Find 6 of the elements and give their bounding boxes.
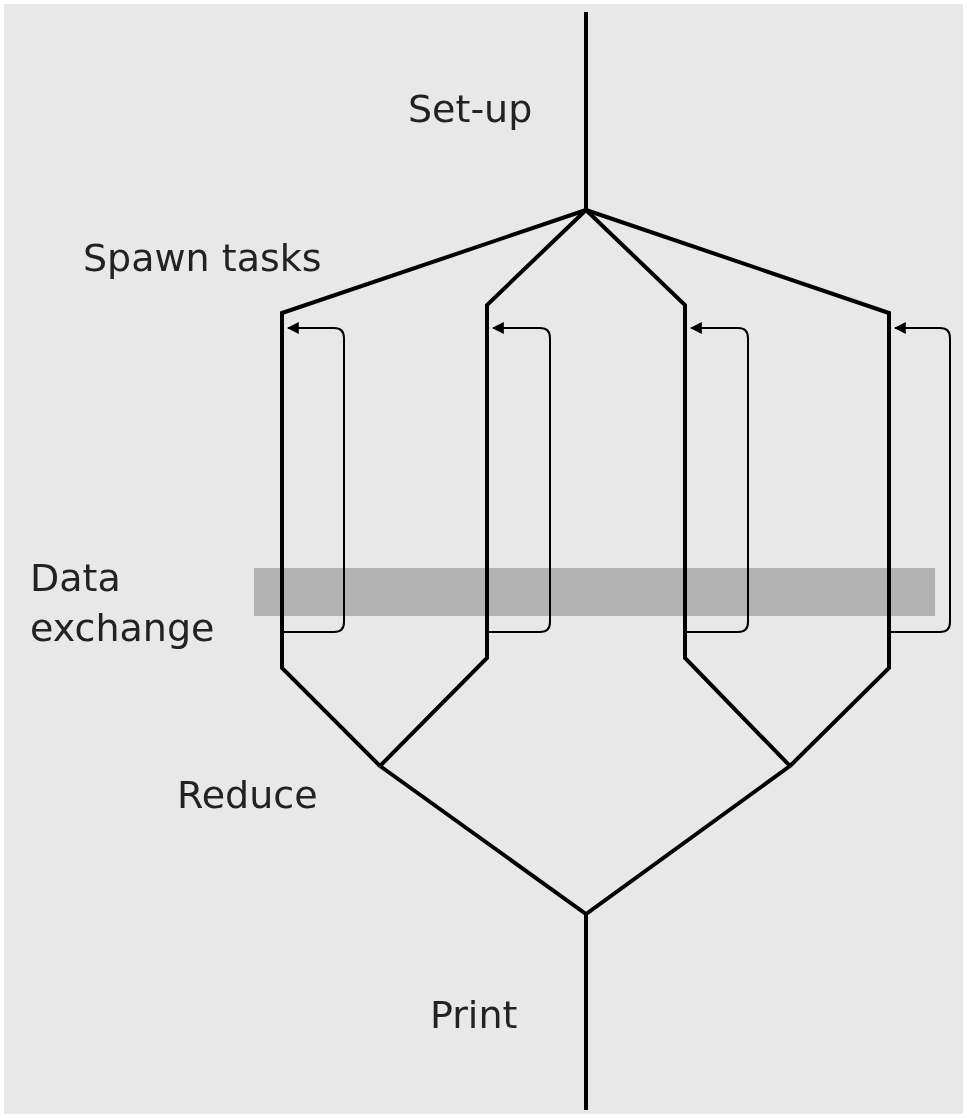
stage-label: Spawn tasks	[83, 235, 322, 282]
stage-label: Reduce	[177, 772, 318, 819]
shaded-band	[254, 568, 935, 616]
stage-label: Set-up	[408, 86, 533, 133]
stage-label: Print	[430, 992, 518, 1039]
stage-label: Data exchange	[30, 555, 216, 652]
